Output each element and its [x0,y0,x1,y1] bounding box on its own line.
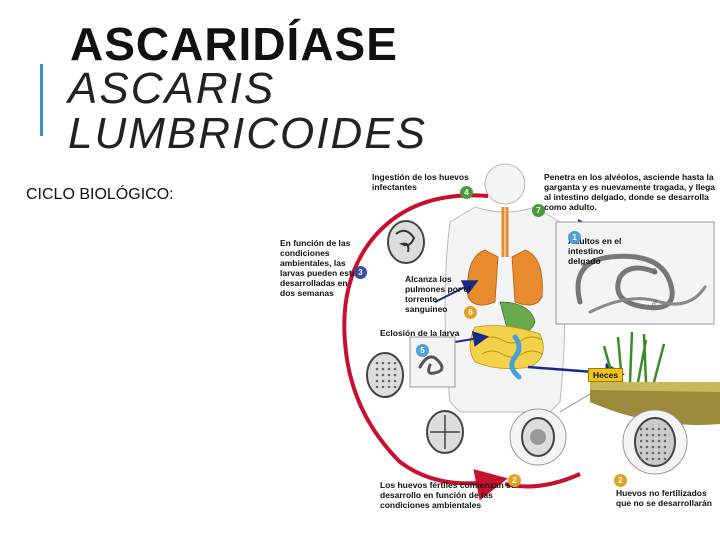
label-larvae: En función de las condiciones ambientale… [280,238,360,298]
step-5-marker: 5 [416,344,429,357]
egg-larva-developed [366,352,404,398]
egg-infective [387,220,425,264]
step-4-marker: 4 [460,186,473,199]
accent-bar [40,64,43,136]
hatching-larva-box [409,336,456,388]
step-2-marker-unfertilized: 2 [614,474,627,487]
label-feces: Heces [588,368,624,382]
page-title-species-genus: ASCARIS [68,64,276,113]
step-7-marker: 7 [532,204,545,217]
step-2-marker: 2 [508,474,521,487]
subtitle: CICLO BIOLÓGICO: [26,186,174,203]
path-arrow-hatching [454,331,489,347]
label-unfertilized: Huevos no fertilizados que no se desarro… [616,488,712,508]
label-male-symbol: ♂ [650,296,659,310]
label-fertile: Los huevos fértiles comienzan su desarro… [380,480,517,510]
cycle-arrow [342,193,508,501]
egg-unfertilized [622,409,688,475]
egg-segmenting [426,410,464,454]
label-lungs: Alcanza los pulmones por el torrente san… [405,274,471,314]
life-cycle-illustration [342,163,720,501]
label-alveoli: Penetra en los alvéolos, asciende hasta … [544,172,716,212]
label-adults: Adultos en el intestino delgado [568,236,622,266]
label-ingestion: Ingestión de los huevos infectantes [372,172,469,192]
page-title: ASCARIDÍASE [70,18,398,70]
soil-with-feces [590,331,720,426]
step-6-marker: 6 [464,306,477,319]
page-title-species-name: LUMBRICOIDES [68,109,427,158]
label-female-symbol: ♀ [650,264,659,278]
trachea [501,207,509,257]
path-arrow-lungs [434,280,479,303]
step-1-marker: 1 [568,231,581,244]
lungs [467,249,543,306]
label-hatching: Eclosión de la larva [380,328,460,338]
adult-worms-box [555,221,715,325]
life-cycle-diagram: Ingestión de los huevos infectantes Pene… [260,162,720,540]
egg-fertile [509,408,567,466]
step-3-marker: 3 [354,266,367,279]
